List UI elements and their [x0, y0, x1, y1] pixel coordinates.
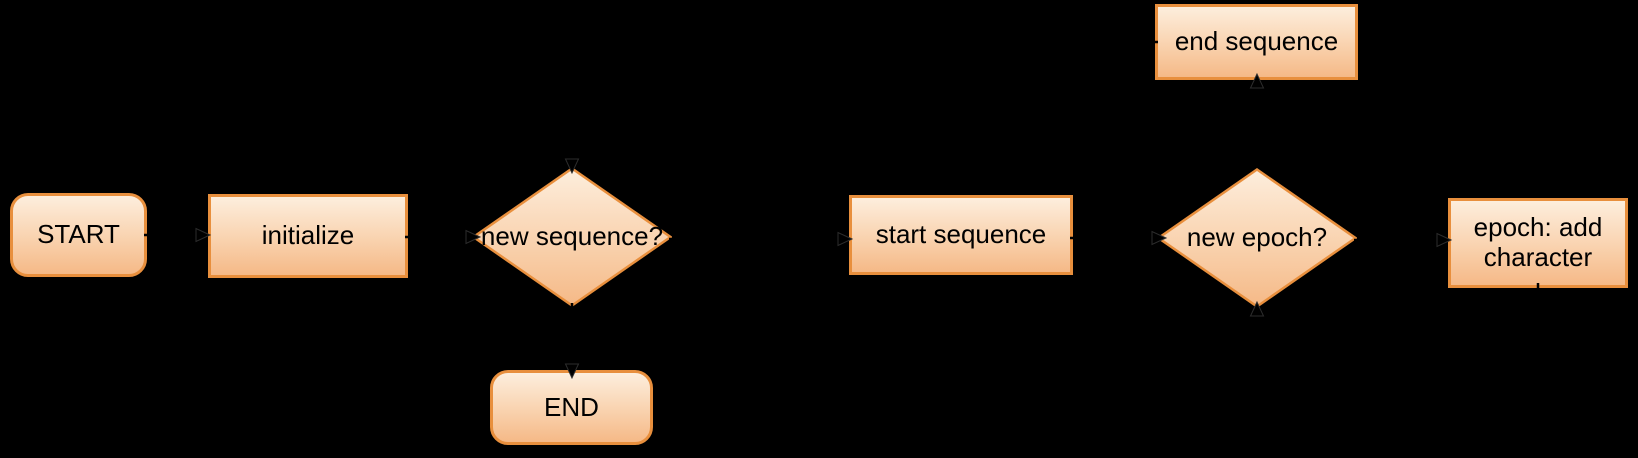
node-new-sequence-decision: new sequence?	[472, 167, 672, 307]
node-end-terminator: END	[490, 370, 653, 445]
node-end-label: END	[544, 391, 599, 422]
edge-start-sequence-to-new-epoch	[1070, 230, 1168, 246]
edge-initialize-to-new-sequence	[405, 229, 482, 245]
node-end-sequence-process: end sequence	[1155, 4, 1358, 80]
edge-new-sequence-to-start-sequence	[669, 231, 854, 247]
node-epoch-add-character-label: epoch: add character	[1473, 212, 1603, 272]
edge-new-epoch-to-end-sequence	[1249, 72, 1265, 165]
node-end-sequence-label: end sequence	[1174, 26, 1339, 57]
node-initialize-label: initialize	[261, 220, 355, 251]
node-start-sequence-process: start sequence	[849, 195, 1073, 275]
edge-start-to-initialize	[144, 227, 212, 243]
node-initialize-process: initialize	[208, 194, 408, 278]
node-epoch-add-character-process: epoch: add character	[1448, 198, 1628, 288]
edge-new-epoch-to-epoch-add-character	[1354, 232, 1453, 248]
edge-end-sequence-to-new-sequence	[564, 40, 1158, 175]
node-new-sequence-label: new sequence?	[480, 221, 664, 252]
node-start-label: START	[37, 219, 120, 250]
node-new-epoch-label: new epoch?	[1186, 222, 1328, 253]
node-start-sequence-label: start sequence	[875, 219, 1047, 250]
node-start-terminator: START	[10, 193, 147, 277]
edge-new-sequence-to-end	[564, 303, 580, 380]
node-new-epoch-decision: new epoch?	[1157, 168, 1357, 308]
